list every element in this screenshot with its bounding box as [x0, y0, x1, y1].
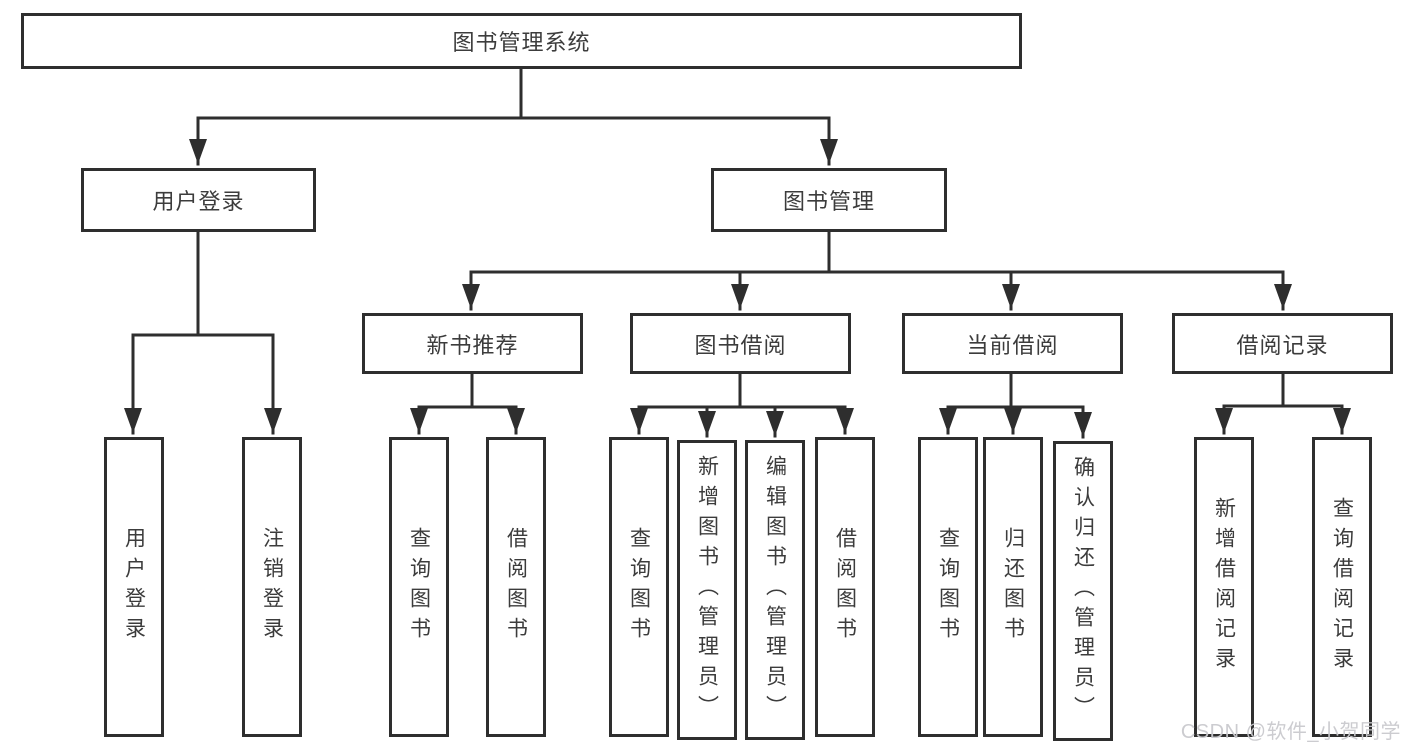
connector-current-borrow-children: [939, 372, 1092, 439]
leaf-user-login-label: 用户登录: [122, 527, 146, 647]
leaf-query-books-borrow-label: 查询图书: [627, 527, 651, 647]
leaf-borrow-books-recommend-label: 借阅图书: [504, 527, 528, 647]
leaf-edit-book-admin-label: 编辑图书（管理员）: [763, 455, 787, 725]
node-user-login-label: 用户登录: [152, 189, 245, 214]
leaf-query-borrow-record: 查询借阅记录: [1312, 437, 1372, 737]
leaf-borrow-books-recommend: 借阅图书: [486, 437, 546, 737]
leaf-logout-label: 注销登录: [260, 527, 284, 647]
leaf-borrow-books-label: 借阅图书: [833, 527, 857, 647]
leaf-confirm-return-admin: 确认归还（管理员）: [1053, 441, 1113, 741]
connector-records-children: [1215, 372, 1351, 435]
leaf-query-books-current: 查询图书: [918, 437, 978, 737]
connector-root-to-level2: [189, 66, 838, 166]
leaf-borrow-books: 借阅图书: [815, 437, 875, 737]
leaf-confirm-return-admin-label: 确认归还（管理员）: [1071, 456, 1095, 726]
node-current-borrowing: 当前借阅: [902, 313, 1123, 374]
node-new-book-recommend: 新书推荐: [362, 313, 583, 374]
node-root-label: 图书管理系统: [452, 30, 591, 55]
node-current-borrowing-label: 当前借阅: [966, 332, 1059, 358]
connector-recommend-children: [410, 372, 525, 435]
leaf-add-book-admin: 新增图书（管理员）: [677, 440, 737, 740]
leaf-logout: 注销登录: [242, 437, 302, 737]
node-user-login: 用户登录: [81, 168, 316, 232]
leaf-user-login: 用户登录: [104, 437, 164, 737]
node-book-management-label: 图书管理: [782, 189, 875, 214]
node-new-book-recommend-label: 新书推荐: [426, 332, 519, 358]
leaf-return-books: 归还图书: [983, 437, 1043, 737]
csdn-watermark: CSDN @软件_小贺同学: [1180, 721, 1401, 743]
node-borrowing-records: 借阅记录: [1172, 313, 1393, 374]
leaf-return-books-label: 归还图书: [1001, 527, 1025, 647]
leaf-query-books-current-label: 查询图书: [936, 527, 960, 647]
leaf-add-borrow-record: 新增借阅记录: [1194, 437, 1254, 737]
leaf-query-borrow-record-label: 查询借阅记录: [1330, 497, 1354, 677]
connector-borrow-children: [630, 372, 854, 438]
leaf-query-books-borrow: 查询图书: [609, 437, 669, 737]
leaf-edit-book-admin: 编辑图书（管理员）: [745, 440, 805, 740]
leaf-query-books-recommend: 查询图书: [389, 437, 449, 737]
node-root: 图书管理系统: [21, 13, 1022, 69]
leaf-add-borrow-record-label: 新增借阅记录: [1212, 497, 1236, 677]
node-book-borrowing: 图书借阅: [630, 313, 851, 374]
leaf-query-books-recommend-label: 查询图书: [407, 527, 431, 647]
connector-user-login-children: [124, 230, 282, 435]
node-borrowing-records-label: 借阅记录: [1236, 332, 1329, 358]
connector-book-management-children: [462, 230, 1292, 311]
node-book-borrowing-label: 图书借阅: [694, 332, 787, 358]
leaf-add-book-admin-label: 新增图书（管理员）: [695, 455, 719, 725]
node-book-management: 图书管理: [711, 168, 947, 232]
